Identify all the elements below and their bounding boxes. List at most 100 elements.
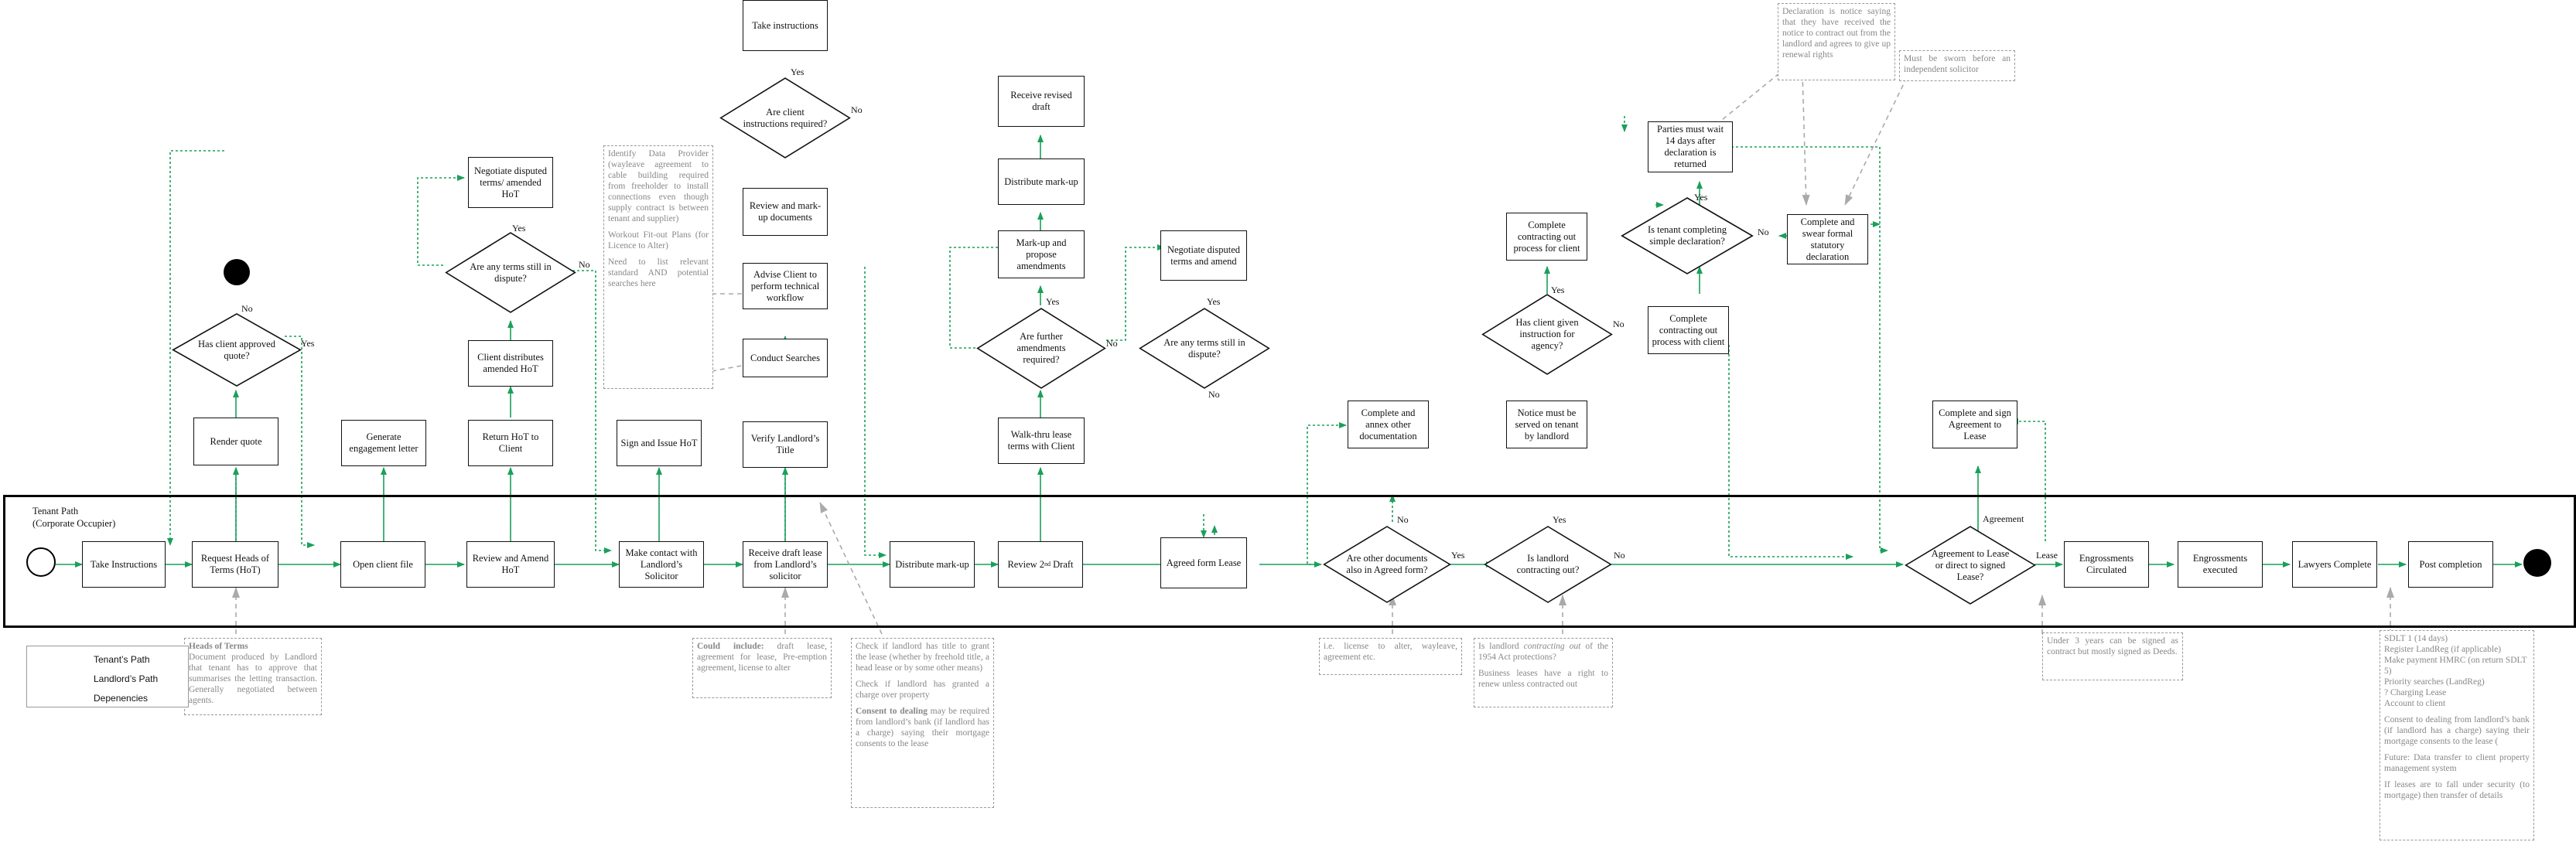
advise-client-box: Advise Client to perform technical workf… bbox=[743, 263, 828, 309]
note-under3-text: Under 3 years can be signed as contract … bbox=[2047, 636, 2178, 657]
decision-landlord-contracting-text: Is landlord contracting out? bbox=[1516, 553, 1580, 575]
return-hot-box: Return HoT to Client bbox=[468, 420, 553, 466]
walk-thru-box: Walk-thru lease terms with Client bbox=[998, 418, 1085, 464]
engrossments-executed-box: Engrossments executed bbox=[2178, 541, 2263, 588]
review-amend-hot-box: Review and Amend HoT bbox=[466, 541, 555, 588]
note-sworn-text: Must be sworn before an independent soli… bbox=[1904, 54, 2011, 75]
request-hot-box: Request Heads of Terms (HoT) bbox=[192, 541, 278, 588]
note-contracting-p1a: Is landlord bbox=[1478, 642, 1524, 651]
start-node bbox=[26, 547, 56, 577]
decision-terms-dispute-1-text: Are any terms still in dispute? bbox=[470, 261, 552, 284]
take-instructions-top-box: Take instructions bbox=[743, 0, 828, 51]
note-contracting-p1i: contracting out bbox=[1523, 642, 1581, 651]
decision-further-amendments: Are further amendments required? bbox=[976, 308, 1106, 389]
note-title-lead: Consent to dealing bbox=[856, 707, 928, 717]
decision-client-given-instruction: Has client given instruction for agency? bbox=[1481, 294, 1613, 375]
label-yes: Yes bbox=[791, 66, 805, 77]
negotiate-hot-box: Negotiate disputed terms/ amended HoT bbox=[468, 157, 553, 208]
receive-draft-box: Receive draft lease from Landlord’s soli… bbox=[743, 541, 828, 588]
label-no: No bbox=[579, 259, 590, 270]
label-yes: Yes bbox=[1046, 296, 1060, 307]
verify-title-box: Verify Landlord’s Title bbox=[743, 421, 828, 468]
note-declaration-text: Declaration is notice saying that they h… bbox=[1782, 7, 1891, 60]
note-sdlt: SDLT 1 (14 days) Register LandReg (if ap… bbox=[2380, 630, 2534, 840]
label-no: No bbox=[1397, 514, 1409, 525]
decision-tenant-completing: Is tenant completing simple declaration? bbox=[1621, 197, 1754, 274]
review-markup-docs-box: Review and mark-up documents bbox=[743, 188, 828, 236]
note-could-lead: Could include: bbox=[697, 642, 764, 651]
note-contracting-p2: Business leases have a right to renew un… bbox=[1478, 669, 1608, 690]
label-no: No bbox=[1758, 227, 1769, 237]
legend-dependencies-label: Depenencies bbox=[94, 693, 149, 704]
note-contracting-out: Is landlord contracting out of the 1954 … bbox=[1474, 638, 1613, 707]
decision-client-given-instruction-text: Has client given instruction for agency? bbox=[1515, 317, 1579, 351]
note-title-p3: may be required from landlord’s bank (if… bbox=[856, 707, 989, 749]
label-no: No bbox=[1613, 319, 1625, 329]
complete-sign-agreement-box: Complete and sign Agreement to Lease bbox=[1932, 401, 2017, 448]
note-sworn: Must be sworn before an independent soli… bbox=[1899, 50, 2015, 81]
engrossments-circulated-box: Engrossments Circulated bbox=[2064, 541, 2149, 588]
label-yes: Yes bbox=[301, 338, 315, 349]
agreed-form-box: Agreed form Lease bbox=[1160, 537, 1247, 588]
note-identify-p1: Identify Data Provider (wayleave agreeme… bbox=[608, 149, 709, 224]
label-yes: Yes bbox=[1207, 296, 1221, 307]
open-client-file-box: Open client file bbox=[340, 541, 425, 588]
decision-agreement-or-direct: Agreement to Lease or direct to signed L… bbox=[1905, 526, 2036, 605]
decision-further-amendments-text: Are further amendments required? bbox=[1016, 331, 1066, 365]
complete-swear-box: Complete and swear formal statutory decl… bbox=[1787, 214, 1868, 264]
note-sdlt-p4: If leases are to fall under security (to… bbox=[2384, 780, 2530, 801]
take-instructions-box: Take Instructions bbox=[82, 541, 166, 588]
note-title-p1: Check if landlord has title to grant the… bbox=[856, 642, 989, 673]
decision-terms-dispute-1: Are any terms still in dispute? bbox=[445, 232, 576, 313]
note-title-p2: Check if landlord has granted a charge o… bbox=[856, 680, 989, 701]
generate-letter-box: Generate engagement letter bbox=[341, 420, 426, 466]
label-yes: Yes bbox=[1694, 192, 1708, 203]
note-sdlt-p2: Consent to dealing from landlord’s bank … bbox=[2384, 715, 2530, 747]
render-quote-box: Render quote bbox=[193, 418, 278, 465]
note-identify-data-provider: Identify Data Provider (wayleave agreeme… bbox=[603, 145, 713, 389]
review-2nd-sup: nd bbox=[1044, 561, 1051, 568]
label-agreement: Agreement bbox=[1983, 513, 2024, 524]
negotiate-terms-box: Negotiate disputed terms and amend bbox=[1160, 230, 1247, 281]
legend: Tenant’s Path Landlord’s Path Depenencie… bbox=[26, 646, 189, 707]
note-license-text: i.e. license to alter, wayleave, agreeme… bbox=[1324, 642, 1457, 663]
decision-client-approved-text: Has client approved quote? bbox=[198, 338, 275, 361]
decision-other-documents-text: Are other documents also in Agreed form? bbox=[1346, 553, 1428, 575]
lane-title: Tenant Path (Corporate Occupier) bbox=[32, 506, 116, 529]
note-hot-body: Document produced by Landlord that tenan… bbox=[189, 653, 317, 706]
decision-client-instructions-text: Are client instructions required? bbox=[743, 106, 828, 129]
complete-annex-box: Complete and annex other documentation bbox=[1348, 401, 1429, 448]
lawyers-complete-box: Lawyers Complete bbox=[2292, 541, 2377, 588]
label-no: No bbox=[1208, 389, 1220, 400]
label-yes: Yes bbox=[1551, 285, 1565, 295]
parties-wait-box: Parties must wait 14 days after declarat… bbox=[1648, 121, 1733, 172]
note-license: i.e. license to alter, wayleave, agreeme… bbox=[1319, 638, 1462, 675]
label-yes: Yes bbox=[1553, 514, 1566, 525]
conduct-searches-box: Conduct Searches bbox=[743, 339, 828, 377]
review-2nd-tail: Draft bbox=[1051, 558, 1074, 570]
decision-terms-dispute-2: Are any terms still in dispute? bbox=[1139, 308, 1270, 389]
label-yes: Yes bbox=[1451, 550, 1465, 561]
distribute-markup-box: Distribute mark-up bbox=[890, 541, 975, 588]
label-no: No bbox=[851, 104, 863, 115]
receive-revised-box: Receive revised draft bbox=[998, 76, 1085, 127]
decision-terms-dispute-2-text: Are any terms still in dispute? bbox=[1163, 336, 1245, 360]
decision-landlord-contracting: Is landlord contracting out? bbox=[1484, 526, 1612, 603]
note-title-p3-wrap: Consent to dealing may be required from … bbox=[856, 706, 989, 749]
note-could-include: Could include: draft lease, agreement fo… bbox=[692, 638, 832, 698]
label-yes: Yes bbox=[512, 223, 526, 234]
note-hot-title: Heads of Terms bbox=[189, 642, 248, 651]
note-contracting-p1b: of the 1954 Act protections? bbox=[1478, 642, 1608, 663]
legend-landlord-label: Landlord’s Path bbox=[94, 673, 159, 684]
label-no: No bbox=[1614, 550, 1625, 561]
label-lease: Lease bbox=[2036, 550, 2058, 561]
client-distributes-box: Client distributes amended HoT bbox=[468, 340, 553, 387]
decision-tenant-completing-text: Is tenant completing simple declaration? bbox=[1647, 224, 1727, 247]
note-declaration: Declaration is notice saying that they h… bbox=[1778, 3, 1895, 80]
note-sdlt-p1: SDLT 1 (14 days) Register LandReg (if ap… bbox=[2384, 634, 2527, 709]
note-title-check: Check if landlord has title to grant the… bbox=[851, 638, 994, 808]
tenant-swim-lane bbox=[3, 495, 2576, 628]
make-contact-box: Make contact with Landlord’s Solicitor bbox=[619, 541, 704, 588]
